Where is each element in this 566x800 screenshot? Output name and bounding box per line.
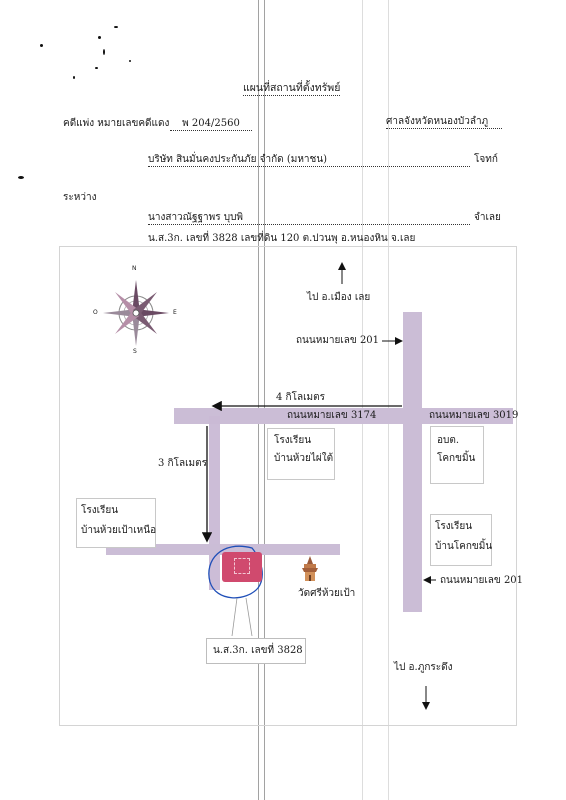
road-201-top-label: ถนนหมายเลข 201 — [296, 335, 380, 346]
local-road-vertical — [209, 416, 220, 590]
sao-label: อบต. — [437, 435, 460, 446]
scan-speck — [40, 44, 43, 47]
compass-e: E — [173, 309, 177, 316]
page-title: แผนที่สถานที่ตั้งทรัพย์ — [243, 82, 341, 96]
to-phu-kradueng-label: ไป อ.ภูกระดึง — [394, 662, 453, 673]
compass-w: O — [93, 309, 98, 316]
distance-3km-label: 3 กิโลเมตร — [158, 458, 207, 469]
scan-speck — [18, 176, 24, 179]
fold-line — [362, 0, 363, 800]
scan-line — [258, 0, 259, 800]
compass-n: N — [132, 265, 137, 272]
between-label: ระหว่าง — [63, 192, 97, 203]
plaintiff-name: บริษัท สินมั่นคงประกันภัย จำกัด (มหาชน) — [148, 154, 470, 167]
fold-line — [388, 0, 389, 800]
defendant-role: จำเลย — [474, 212, 501, 223]
school-name: บ้านห้วยเป้าเหนือ — [81, 525, 157, 536]
plaintiff-role: โจทก์ — [474, 154, 498, 165]
road-3019-label: ถนนหมายเลข 3019 — [429, 410, 519, 421]
road-3174-horizontal — [174, 408, 513, 424]
scan-speck — [129, 60, 131, 62]
parcel-callout-box: น.ส.3ก. เลขที่ 3828 — [206, 638, 306, 664]
case-label: คดีแพ่ง หมายเลขคดีแดง — [63, 118, 170, 129]
compass-rose-icon — [91, 270, 181, 356]
land-document-line: น.ส.3ก. เลขที่ 3828 เลขที่ดิน 120 ต.ปวนพ… — [148, 233, 416, 244]
scan-line — [264, 0, 265, 800]
school-name: บ้านห้วยไผ่ใต้ — [274, 453, 334, 464]
school-khok-khamin-box: โรงเรียน บ้านโคกขมิ้น — [430, 514, 492, 566]
scan-speck — [73, 76, 75, 79]
compass-s: S — [133, 348, 137, 355]
defendant-name: นางสาวณัฐฐาพร บุบพิ — [148, 212, 470, 225]
scan-speck — [95, 67, 98, 69]
school-label: โรงเรียน — [274, 435, 312, 446]
school-label: โรงเรียน — [435, 521, 473, 532]
scan-speck — [98, 36, 101, 39]
parcel-callout-label: น.ส.3ก. เลขที่ 3828 — [213, 645, 303, 656]
road-201-vertical — [403, 312, 422, 612]
to-mueang-loei-label: ไป อ.เมือง เลย — [307, 292, 371, 303]
sao-khok-khamin-box: อบต. โคกขมิ้น — [430, 426, 484, 484]
road-3174-label: ถนนหมายเลข 3174 — [287, 410, 377, 421]
sao-name: โคกขมิ้น — [437, 453, 476, 464]
distance-4km-label: 4 กิโลเมตร — [276, 392, 325, 403]
land-parcel-marker — [222, 552, 262, 582]
school-name: บ้านโคกขมิ้น — [435, 541, 493, 552]
court-name: ศาลจังหวัดหนองบัวลำภู — [386, 116, 502, 129]
scan-speck — [114, 26, 118, 28]
school-huai-pao-nuea-box: โรงเรียน บ้านห้วยเป้าเหนือ — [76, 498, 156, 548]
school-huai-phai-tai-box: โรงเรียน บ้านห้วยไผ่ใต้ — [267, 428, 335, 480]
temple-label: วัดศรีห้วยเป้า — [298, 588, 356, 599]
case-number: พ 204/2560 — [170, 118, 252, 131]
scan-speck — [103, 49, 105, 55]
temple-icon — [300, 556, 320, 582]
road-201-bottom-label: ถนนหมายเลข 201 — [440, 575, 524, 586]
school-label: โรงเรียน — [81, 505, 119, 516]
map-frame — [59, 246, 517, 726]
